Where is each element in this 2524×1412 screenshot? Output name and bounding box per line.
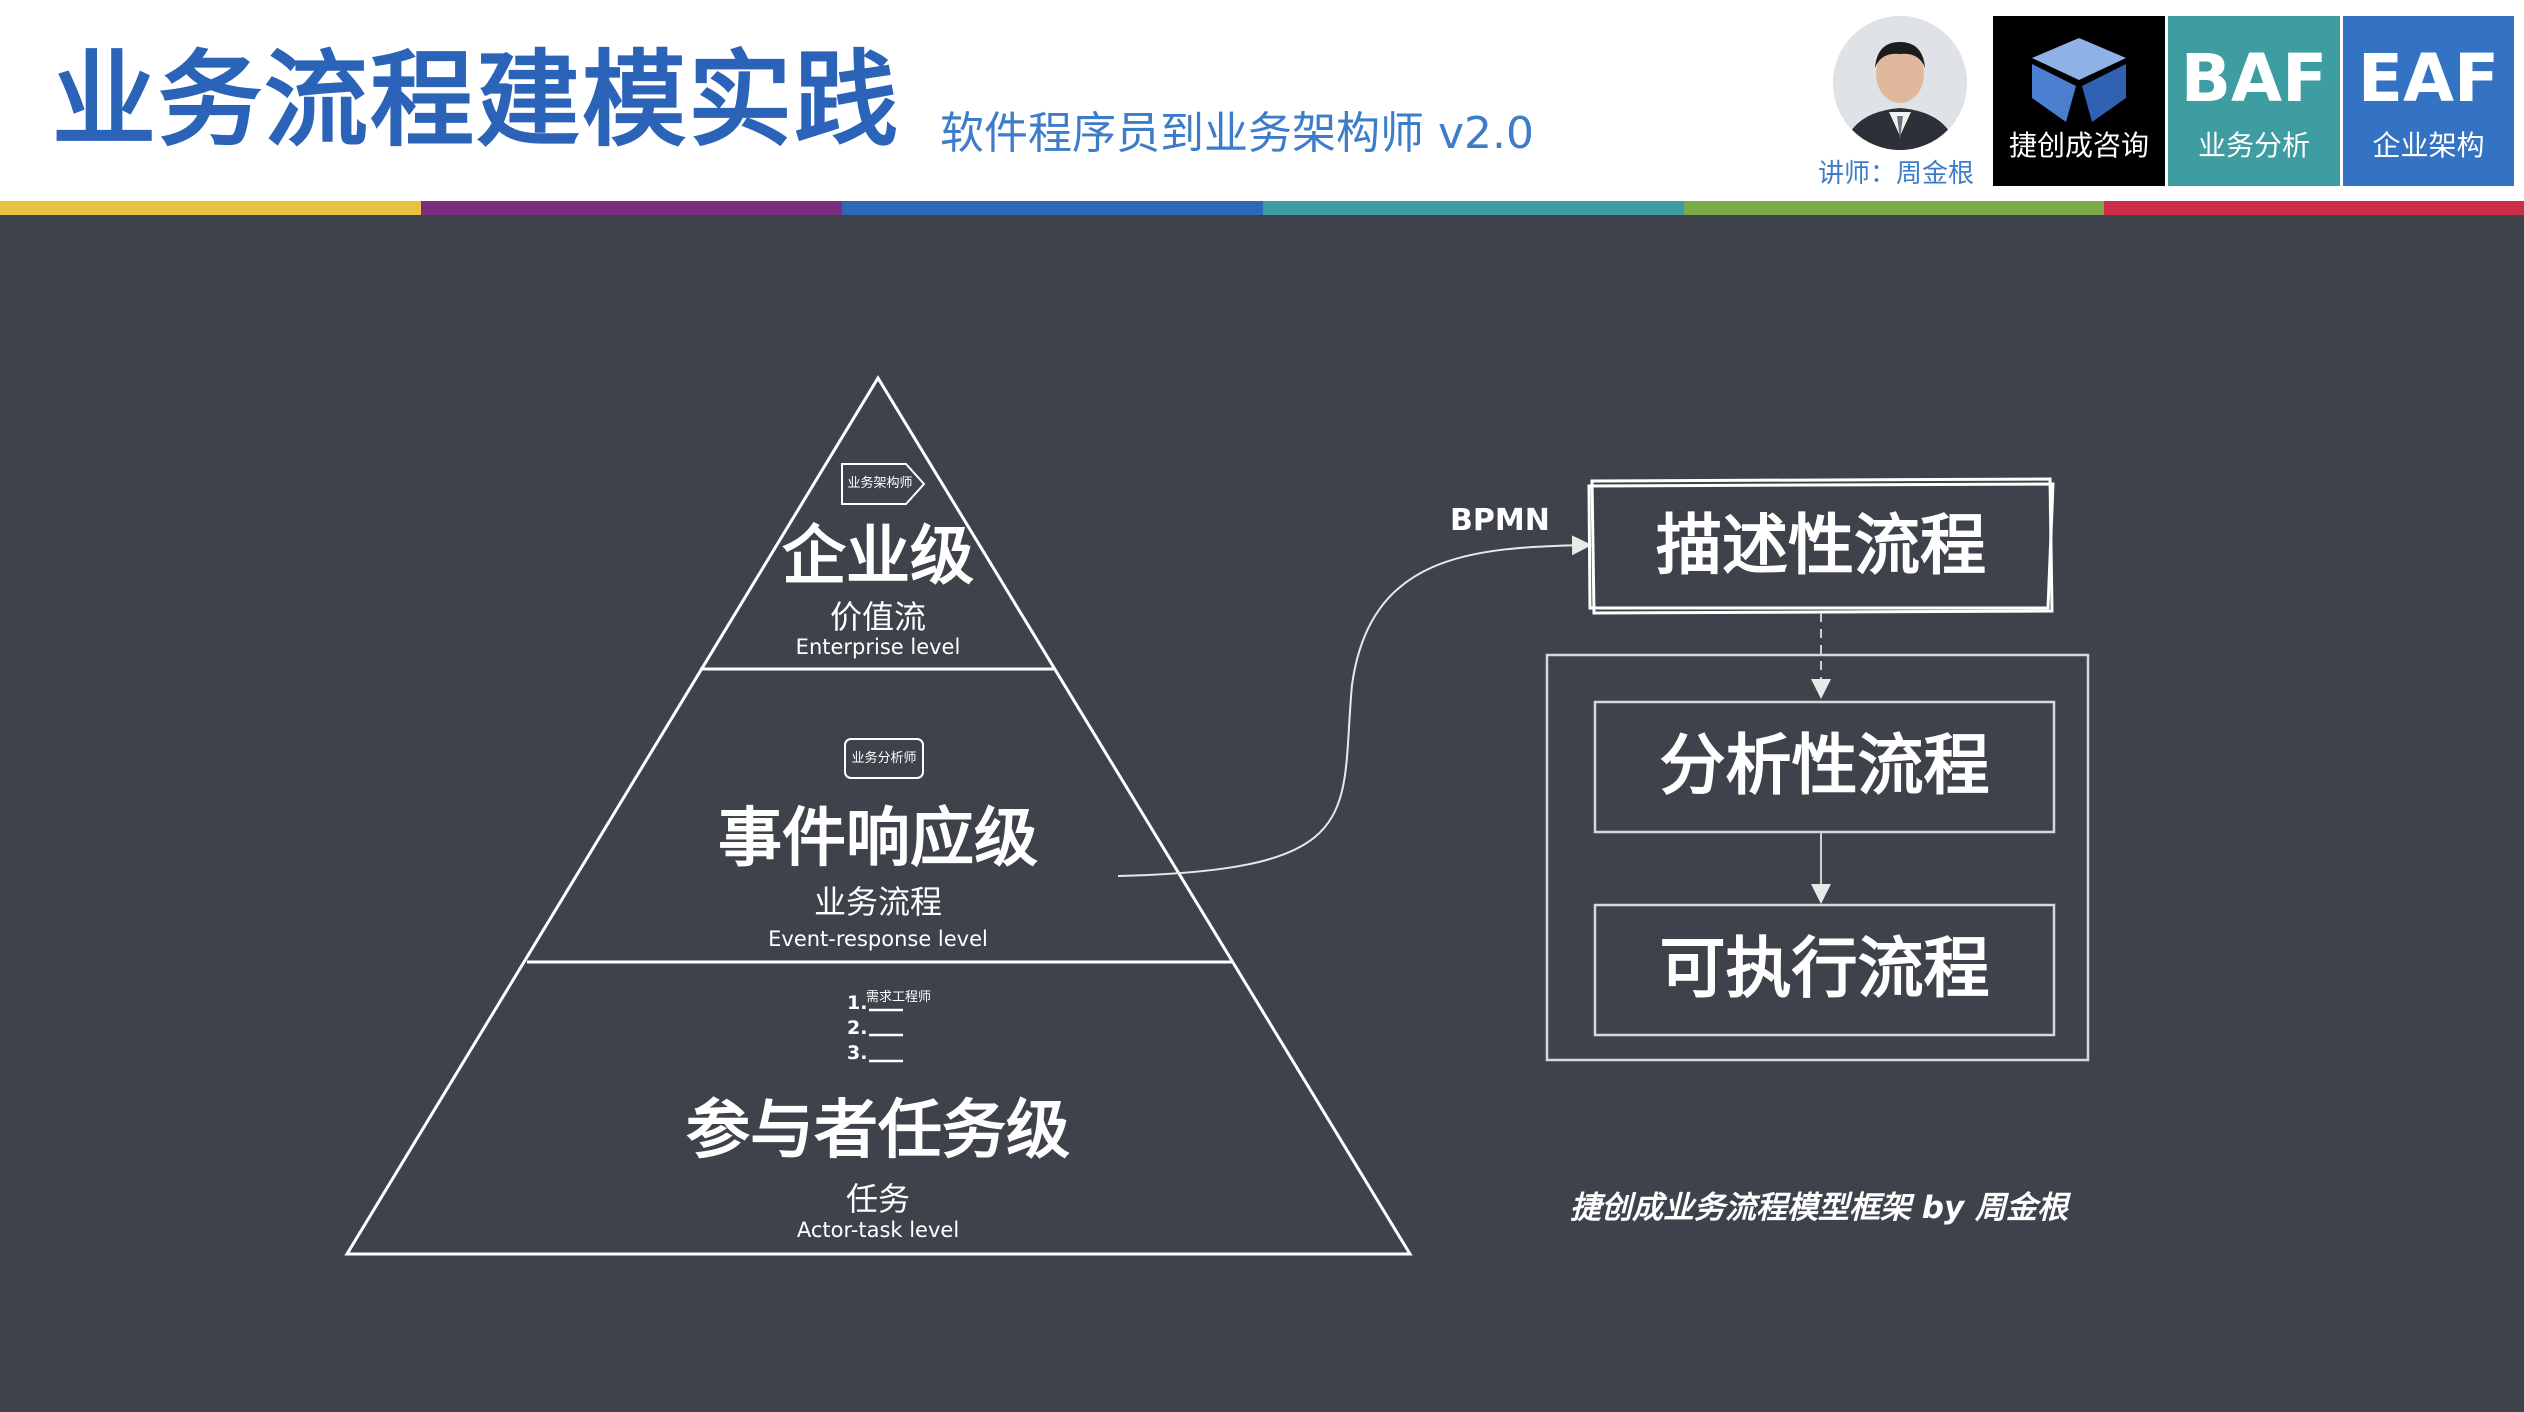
list-num-2: 2. [847, 1017, 868, 1039]
level-event-title: 事件响应级 [718, 802, 1038, 876]
bpmn-label: BPMN [1450, 503, 1550, 538]
logo-acronym: EAF [2357, 40, 2500, 117]
box-descriptive-label: 描述性流程 [1656, 507, 1986, 584]
level-enterprise-en: Enterprise level [795, 635, 961, 659]
tag-requirements-engineer: 需求工程师 [866, 990, 932, 1005]
flow-container [1545, 653, 2090, 1062]
logo-acronym: BAF [2180, 40, 2328, 117]
tag-business-analyst: 业务分析师 [851, 751, 917, 766]
list-num-3: 3. [847, 1042, 868, 1064]
level-actor-title: 参与者任务级 [686, 1094, 1070, 1168]
box-analytic-label: 分析性流程 [1659, 727, 1990, 804]
stripe-red [2104, 201, 2524, 215]
list-lines [869, 1008, 903, 1063]
tag-arrow-shape [841, 463, 926, 505]
logo-jiechuangcheng: 捷创成咨询 [1993, 16, 2165, 186]
logo-label: 捷创成咨询 [2008, 129, 2149, 162]
tag-rounded-shape [844, 738, 924, 779]
pyramid [344, 375, 1413, 1256]
framework-footnote: 捷创成业务流程模型框架 by 周金根 [1570, 1190, 2068, 1226]
page-title: 业务流程建模实践 [52, 39, 901, 161]
stripe-green [1684, 201, 2104, 215]
level-actor-en: Actor-task level [796, 1218, 960, 1242]
lecturer-name: 讲师：周金根 [1818, 159, 1975, 189]
tag-business-architect: 业务架构师 [847, 476, 913, 491]
box-executable-label: 可执行流程 [1659, 930, 1990, 1007]
stripe-purple [421, 201, 842, 215]
level-enterprise-sub: 价值流 [829, 598, 926, 636]
slide-canvas: 业务架构师 企业级 价值流 Enterprise level 业务分析师 事件响… [0, 215, 2524, 1412]
level-event-sub: 业务流程 [813, 883, 942, 921]
box-executable-shape [1593, 903, 2056, 1037]
level-enterprise-title: 企业级 [782, 520, 974, 594]
logo-baf: BAF 业务分析 [2168, 16, 2340, 186]
page-subtitle: 软件程序员到业务架构师 v2.0 [940, 108, 1534, 159]
lecturer-avatar [1833, 16, 1967, 150]
stripe-teal [1263, 201, 1684, 215]
cube-logo-icon [2032, 38, 2126, 122]
stripe-yellow [0, 201, 421, 215]
bpmn-connector [1117, 535, 1592, 877]
box-analytic-shape [1593, 700, 2056, 834]
logo-eaf: EAF 企业架构 [2343, 16, 2514, 186]
level-event-en: Event-response level [768, 927, 988, 951]
box-descriptive-shape [1587, 477, 2055, 615]
level-actor-sub: 任务 [845, 1180, 910, 1218]
logo-label: 企业架构 [2372, 129, 2485, 162]
logo-label: 业务分析 [2197, 129, 2310, 162]
diagram-shapes [344, 375, 2090, 1256]
stripe-blue [842, 201, 1263, 215]
list-num-1: 1. [847, 992, 868, 1014]
header: 业务流程建模实践 软件程序员到业务架构师 v2.0 讲师：周金根 捷创成咨询 B… [0, 0, 2524, 200]
